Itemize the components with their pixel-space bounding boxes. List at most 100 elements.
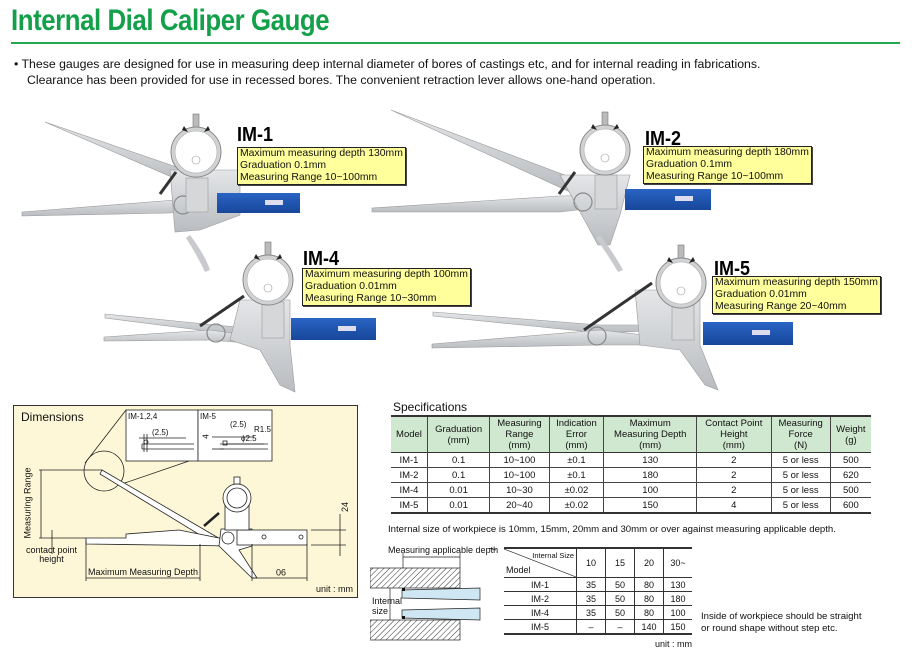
inset-dim-4: 4 xyxy=(201,434,211,439)
internal-size-line: Internal xyxy=(372,596,403,606)
inset-label-im5: IM-5 xyxy=(200,412,216,421)
callout-line: Graduation 0.1mm xyxy=(240,160,327,171)
contact-point-label: contact point height xyxy=(26,546,77,564)
spec-cell: 4 xyxy=(696,497,772,514)
spec-cell: 20~40 xyxy=(489,497,550,514)
callout-line: Maximum measuring depth 150mm xyxy=(715,277,878,288)
callout-line: Measuring Range 10~100mm xyxy=(646,171,784,182)
spec-cell: 600 xyxy=(829,497,871,514)
col-model: Model xyxy=(391,416,428,453)
spec-cell: 100 xyxy=(603,482,698,498)
ws-cell: 150 xyxy=(663,619,692,635)
dimensions-panel: Dimensions IM-1,2,4 xyxy=(13,405,358,598)
spec-cell: 0.1 xyxy=(426,452,491,468)
spec-cell: ±0.1 xyxy=(548,467,605,483)
ws-cell: 35 xyxy=(576,605,606,620)
col-weight: Weight(g) xyxy=(829,416,871,453)
spec-cell: IM-1 xyxy=(391,452,428,468)
gauge-im1-image xyxy=(21,113,300,233)
ws-size-15: 15 xyxy=(605,548,635,578)
measuring-range-label: Measuring Range xyxy=(22,467,33,539)
internal-size-line: size xyxy=(372,606,389,616)
spec-callout-im1: Maximum measuring depth 130mm Graduation… xyxy=(237,147,406,185)
ws-cell: 50 xyxy=(605,591,635,606)
callout-line: Measuring Range 10~100mm xyxy=(240,172,378,183)
ws-cell: 140 xyxy=(634,619,664,635)
ws-cell: IM-1 xyxy=(504,577,577,592)
intro-line-1: • These gauges are designed for use in m… xyxy=(14,57,761,71)
ws-cell: 35 xyxy=(576,577,606,592)
applicable-depth-label: Measuring applicable depth xyxy=(388,545,499,555)
intro-text: • These gauges are designed for use in m… xyxy=(14,56,760,88)
spec-cell: 2 xyxy=(696,482,772,498)
workpiece-side-note: Inside of workpiece should be straight o… xyxy=(701,611,862,635)
spec-callout-im5: Maximum measuring depth 150mm Graduation… xyxy=(712,276,881,314)
spec-cell: 0.01 xyxy=(426,482,491,498)
spec-cell: IM-5 xyxy=(391,497,428,514)
callout-line: Maximum measuring depth 100mm xyxy=(305,269,468,280)
spec-cell: ±0.02 xyxy=(548,497,605,514)
ws-cell: – xyxy=(605,619,635,635)
spec-cell: IM-2 xyxy=(391,467,428,483)
spec-cell: 0.01 xyxy=(426,497,491,514)
dim-24-label: 24 xyxy=(340,501,351,513)
specifications-heading: Specifications xyxy=(393,400,468,414)
inset-dim-left: (2.5) xyxy=(152,428,169,437)
ws-cell: 80 xyxy=(634,591,664,606)
gauge-im2-image xyxy=(371,109,711,246)
ws-cell: 80 xyxy=(634,605,664,620)
spec-cell: ±0.1 xyxy=(548,452,605,468)
spec-callout-im4: Maximum measuring depth 100mm Graduation… xyxy=(302,268,471,306)
callout-line: Graduation 0.01mm xyxy=(305,281,397,292)
ws-cell: 50 xyxy=(605,605,635,620)
ws-cell: 180 xyxy=(663,591,692,606)
ws-cell: – xyxy=(576,619,606,635)
side-note-line: or round shape without step etc. xyxy=(701,623,838,634)
contact-point-line: height xyxy=(39,554,64,564)
ws-unit: unit : mm xyxy=(655,639,693,649)
spec-cell: 10~100 xyxy=(489,467,550,483)
model-label-im4: IM-4 xyxy=(303,248,339,270)
dimensions-unit: unit : mm xyxy=(315,584,353,594)
ws-corner-cell: Internal Size Model xyxy=(504,548,577,578)
callout-line: Measuring Range 20~40mm xyxy=(715,301,847,312)
ws-cell: 130 xyxy=(663,577,692,592)
spec-cell: 2 xyxy=(696,452,772,468)
ws-size-10: 10 xyxy=(576,548,606,578)
callout-line: Maximum measuring depth 180mm xyxy=(646,147,809,158)
max-depth-label: Maximum Measuring Depth xyxy=(88,567,199,577)
spec-cell: 620 xyxy=(829,467,871,483)
ws-cell: 100 xyxy=(663,605,692,620)
dimensions-drawing xyxy=(39,409,346,581)
ws-cell: 80 xyxy=(634,577,664,592)
spec-cell: 500 xyxy=(829,452,871,468)
model-label-im2: IM-2 xyxy=(645,128,681,150)
corner-diagonal xyxy=(504,549,576,577)
spec-cell: ±0.02 xyxy=(548,482,605,498)
model-label-im1: IM-1 xyxy=(237,124,273,146)
dim-90-label: 90 xyxy=(276,567,287,577)
internal-size-label: Internal size xyxy=(372,596,402,616)
spec-cell: 500 xyxy=(829,482,871,498)
contact-point-line: contact point xyxy=(26,545,78,555)
spec-cell: 130 xyxy=(603,452,698,468)
col-graduation: Graduation(mm) xyxy=(426,416,491,453)
ws-cell: 35 xyxy=(576,591,606,606)
spec-cell: 150 xyxy=(603,497,698,514)
ws-cell: 50 xyxy=(605,577,635,592)
spec-cell: 5 or less xyxy=(770,482,831,498)
spec-cell: 10~30 xyxy=(489,482,550,498)
